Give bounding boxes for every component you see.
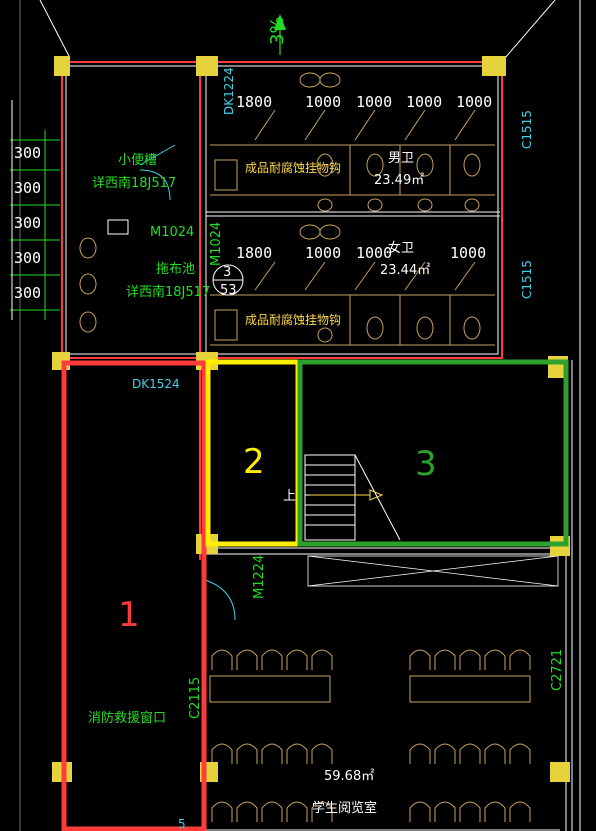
section-sheet: 53 [220, 283, 237, 298]
chair [459, 649, 481, 670]
fire-rescue-window-label: 消防救援窗口 [88, 710, 166, 726]
chair [236, 649, 258, 670]
window-c1515-b: C1515 [520, 260, 534, 299]
door-dk1524-label: DK1524 [132, 377, 180, 391]
shelf-boxes [307, 555, 559, 587]
chair [459, 801, 481, 822]
reading-table [409, 675, 531, 703]
window-c2115-label: C2115 [188, 677, 203, 719]
chair [261, 649, 283, 670]
window-c1515-a: C1515 [520, 110, 534, 149]
chair [236, 801, 258, 822]
male-wc-area: 23.49㎡ [374, 173, 424, 188]
reading-table [209, 675, 331, 703]
chair [261, 801, 283, 822]
chair [509, 743, 531, 764]
dim-mid-1: 1800 [236, 244, 272, 262]
dim-mid-2: 1000 [305, 244, 341, 262]
door-m1024-vertical: M1024 [209, 222, 224, 266]
toilet-partitions [210, 109, 495, 346]
chair [409, 743, 431, 764]
chair [459, 743, 481, 764]
dims-left: 300 300 300 300 300 [14, 144, 41, 302]
region-1-outline [61, 360, 207, 831]
slope-arrowhead [274, 14, 286, 30]
dim-top-2: 1000 [305, 93, 341, 111]
roof-edge-left [39, 0, 71, 59]
chair [484, 743, 506, 764]
detail-ref-2: 详西南18J517 [126, 284, 210, 300]
roof-edge-right [504, 0, 556, 59]
chair [211, 743, 233, 764]
chair [286, 743, 308, 764]
dim-left-4: 300 [14, 249, 41, 267]
chair [509, 649, 531, 670]
male-wc-label: 男卫 [388, 151, 414, 166]
chair [236, 743, 258, 764]
female-wc-area: 23.44㎡ [380, 263, 430, 278]
region-2-number: 2 [243, 442, 265, 482]
dim-left-2: 300 [14, 179, 41, 197]
chair [311, 743, 333, 764]
chair [211, 801, 233, 822]
dims-mid: 1800 1000 1000 1000 [236, 244, 486, 262]
door-m1024-label: M1024 [150, 225, 194, 240]
door-m1224-label: M1224 [252, 555, 267, 599]
chair [286, 801, 308, 822]
reading-area-label: 59.68㎡ [324, 769, 374, 784]
door-dk1224-label: DK1224 [222, 67, 236, 115]
chair [509, 801, 531, 822]
dim-mid-4: 1000 [450, 244, 486, 262]
dims-top: 1800 1000 1000 1000 1000 [236, 93, 492, 111]
window-c2721-label: C2721 [550, 649, 565, 691]
mop-pool-label: 拖布池 [156, 262, 195, 277]
dim-left-3: 300 [14, 214, 41, 232]
door-swings [107, 144, 236, 621]
stair [304, 454, 401, 541]
chair [409, 801, 431, 822]
chair [211, 649, 233, 670]
chair [434, 649, 456, 670]
chair [311, 801, 333, 822]
female-wc-label: 女卫 [388, 240, 414, 256]
stair-up-label: 上 [283, 489, 296, 504]
edge-number: 5 [178, 817, 186, 831]
slope-label: 3% [267, 16, 288, 45]
dim-left-5: 300 [14, 284, 41, 302]
chair [484, 801, 506, 822]
hooks-label-2: 成品耐腐蚀挂物钩 [245, 312, 341, 327]
dim-top-1: 1800 [236, 93, 272, 111]
dim-top-5: 1000 [456, 93, 492, 111]
urinal-trough-label: 小便槽 [118, 153, 157, 168]
dim-top-4: 1000 [406, 93, 442, 111]
chair [434, 801, 456, 822]
toilet-fixtures [79, 72, 481, 343]
dim-mid-3: 1000 [356, 244, 392, 262]
detail-ref-1: 详西南18J517 [92, 175, 176, 191]
region-1-number: 1 [118, 595, 140, 635]
dim-left-1: 300 [14, 144, 41, 162]
chair [484, 649, 506, 670]
left-dimension-chain [10, 100, 60, 320]
chair [286, 649, 308, 670]
reading-chairs [209, 649, 531, 822]
chair [311, 649, 333, 670]
chair [434, 743, 456, 764]
hooks-label-1: 成品耐腐蚀挂物钩 [245, 160, 341, 175]
chair [409, 649, 431, 670]
region-3-outline [297, 359, 569, 547]
region-3-number: 3 [415, 444, 437, 484]
chair [261, 743, 283, 764]
dim-top-3: 1000 [356, 93, 392, 111]
reading-room-label: 学生阅览室 [312, 800, 377, 816]
section-number: 3 [223, 265, 231, 280]
